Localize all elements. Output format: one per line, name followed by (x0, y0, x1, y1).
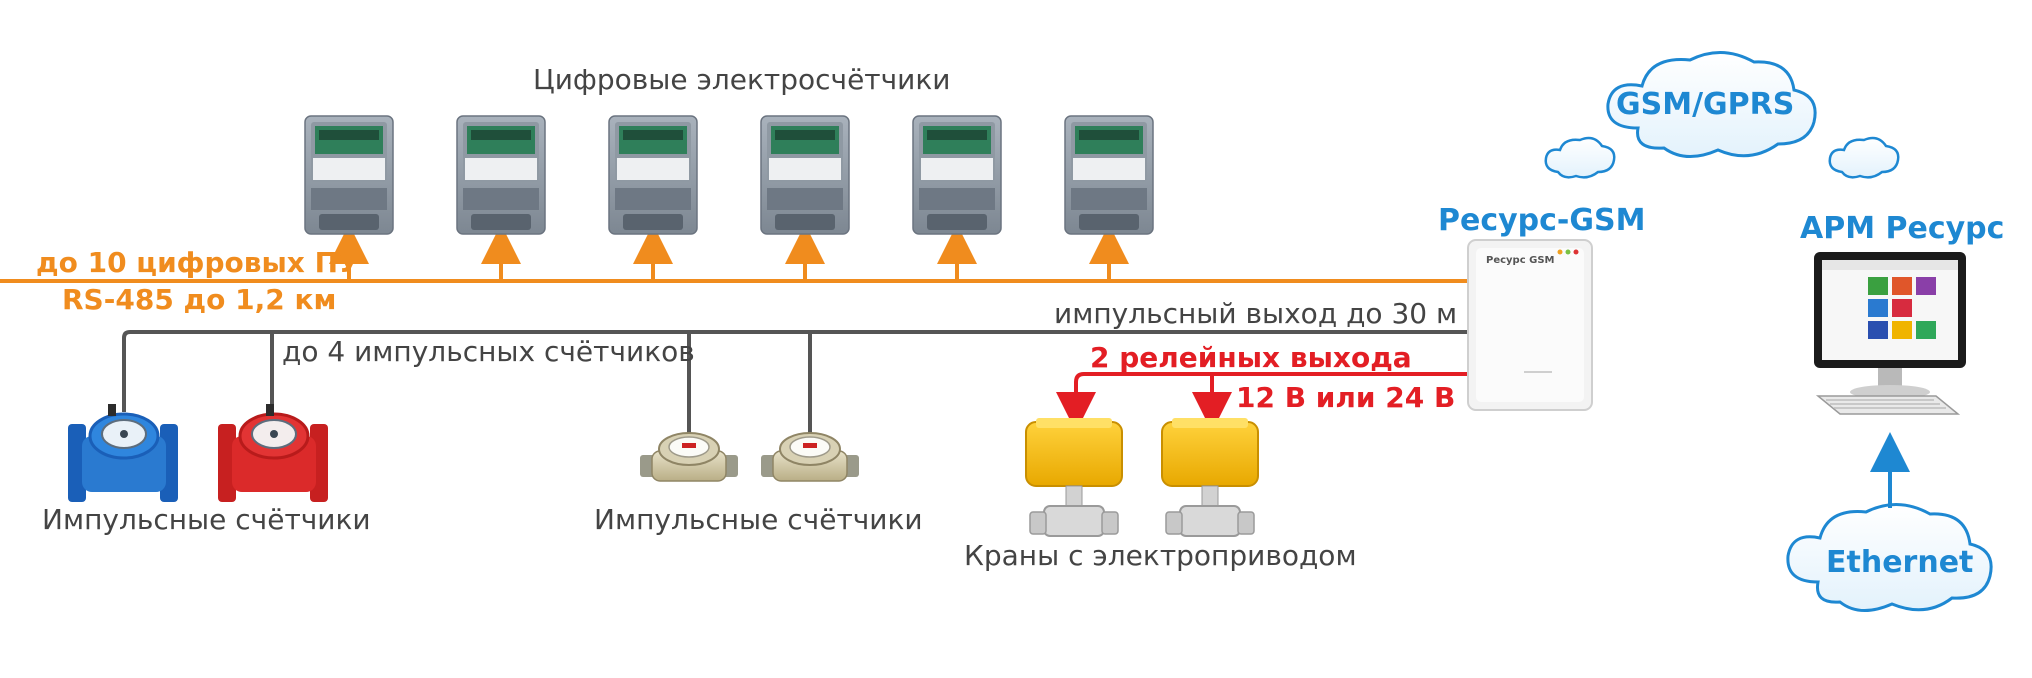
rs485-label-line2: RS-485 до 1,2 км (62, 283, 337, 316)
pulse-output-label: импульсный выход до 30 м (1054, 297, 1458, 330)
pulse-meters-mid-caption: Импульсные счётчики (594, 503, 923, 536)
relay-voltage-label: 12 В или 24 В (1236, 381, 1456, 414)
rs485-label-line1: до 10 цифровых ПУ (36, 246, 360, 279)
workstation-label: АРМ Ресурс (1800, 211, 2005, 246)
cloud-ethernet (1786, 502, 1993, 612)
cloud-small-left (1544, 136, 1616, 179)
small-water-meter-1 (640, 432, 738, 482)
pulse-bus (122, 330, 1468, 450)
computer-icon (1814, 252, 1966, 415)
relay-line-1 (1056, 372, 1468, 432)
cloud-gsm-label: GSM/GPRS (1616, 87, 1795, 122)
electric-meter-icon (456, 115, 546, 235)
meter-arrows (329, 224, 1129, 279)
gsm-controller (1467, 239, 1593, 411)
flange-meter-blue (68, 404, 178, 502)
motorized-valve-1 (1025, 418, 1123, 537)
valves-caption: Краны с электроприводом (964, 539, 1357, 572)
electric-meter-icon (608, 115, 698, 235)
cloud-small-right (1828, 136, 1900, 179)
device-name-label: Ресурс-GSM (1438, 203, 1646, 238)
small-water-meter-2 (761, 432, 859, 482)
motorized-valve-2 (1161, 418, 1259, 537)
pulse-meters-left-caption: Импульсные счётчики (42, 503, 371, 536)
cloud-ethernet-label: Ethernet (1826, 545, 1974, 580)
electric-meter-icon (304, 115, 394, 235)
electric-meter-icon (912, 115, 1002, 235)
device-brand-text: Ресурс GSM (1486, 255, 1555, 266)
electric-meter-icon (1064, 115, 1154, 235)
pulse-line (122, 330, 1468, 412)
electric-meter-icon (760, 115, 850, 235)
digital-meters-title: Цифровые электросчётчики (533, 63, 951, 96)
pulse-meters-limit-label: до 4 импульсных счётчиков (282, 335, 695, 368)
relay-lines (1056, 372, 1468, 432)
cloud-gsm (1606, 50, 1817, 158)
flange-meter-red (218, 404, 328, 502)
rs485-bus (0, 224, 1468, 283)
relay-outputs-label: 2 релейных выхода (1090, 341, 1412, 374)
digital-meters (304, 115, 1154, 235)
